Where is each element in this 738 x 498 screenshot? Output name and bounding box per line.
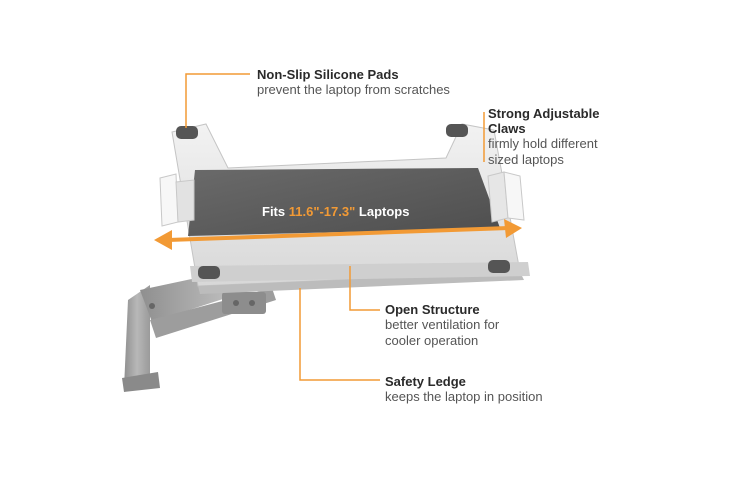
- callout-desc: keeps the laptop in position: [385, 389, 543, 404]
- callout-desc-line-2: sized laptops: [488, 152, 564, 167]
- callout-title: Non-Slip Silicone Pads: [257, 67, 399, 82]
- callout-silicone-pads: Non-Slip Silicone Pads prevent the lapto…: [257, 67, 450, 98]
- callout-desc-line-2: cooler operation: [385, 333, 479, 348]
- leader-lines: [185, 73, 485, 381]
- callout-title: Open Structure: [385, 302, 480, 317]
- callout-open-structure: Open Structure better ventilation for co…: [385, 302, 499, 349]
- callout-adjustable-claws: Strong Adjustable Claws firmly hold diff…: [488, 106, 599, 168]
- fit-suffix: Laptops: [355, 204, 410, 219]
- callout-safety-ledge: Safety Ledge keeps the laptop in positio…: [385, 374, 543, 405]
- laptop-tray: [171, 123, 530, 294]
- callout-desc-line-1: firmly hold different: [488, 136, 598, 151]
- size-arrow: [154, 219, 522, 250]
- fit-prefix: Fits: [262, 204, 289, 219]
- callout-desc-line-1: better ventilation for: [385, 317, 500, 332]
- adjustable-claws: [159, 171, 525, 227]
- callout-desc: prevent the laptop from scratches: [257, 82, 450, 97]
- callout-title-line-2: Claws: [488, 121, 526, 136]
- callout-title: Safety Ledge: [385, 374, 466, 389]
- fit-size-label: Fits 11.6"-17.3" Laptops: [262, 204, 409, 219]
- silicone-pads: [176, 124, 510, 279]
- callout-title-line-1: Strong Adjustable: [488, 106, 600, 121]
- fit-range: 11.6"-17.3": [288, 204, 356, 219]
